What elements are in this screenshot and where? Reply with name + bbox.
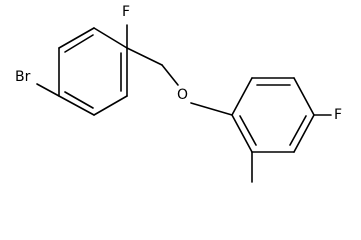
bond [58, 95, 95, 116]
bond [293, 77, 315, 116]
bond [293, 114, 315, 153]
atom-label-fluorine-left: F [122, 4, 130, 20]
bond [58, 27, 95, 49]
bond [231, 77, 253, 116]
bond-ch2-to-oxygen [161, 64, 179, 86]
atom-label-fluorine-right: F [334, 107, 342, 123]
double-bond-inner [64, 91, 94, 109]
left-benzene-ring [58, 27, 128, 116]
bond-to-bromine [36, 83, 60, 97]
bond [231, 114, 253, 153]
double-bond-inner [239, 115, 257, 146]
double-bond-inner [289, 115, 307, 146]
bond-oxygen-to-ring [190, 102, 233, 116]
atom-label-bromine: Br [15, 69, 31, 85]
right-benzene-ring [231, 77, 315, 153]
molecular-structure: Br F O F [15, 4, 342, 183]
double-bond-inner [64, 34, 94, 53]
bond-ring-to-ch2 [126, 47, 163, 66]
bond [93, 27, 128, 49]
bond [93, 95, 128, 116]
atom-label-oxygen: O [177, 87, 188, 103]
